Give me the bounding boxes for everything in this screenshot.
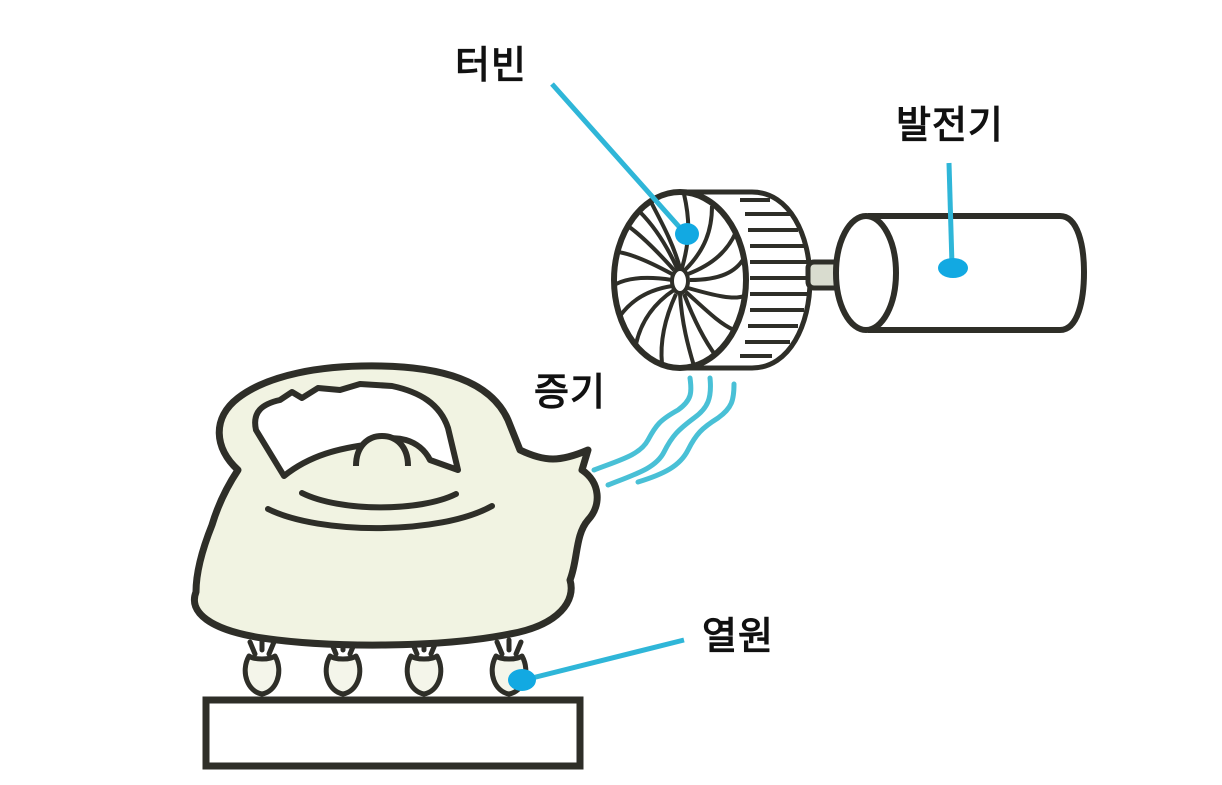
generator-icon bbox=[833, 213, 1088, 333]
steam-label: 증기 bbox=[534, 370, 606, 414]
generator-pointer bbox=[938, 162, 968, 278]
turbine-marker-icon bbox=[675, 223, 699, 245]
kettle-icon bbox=[191, 362, 601, 649]
generator-label: 발전기 bbox=[896, 103, 1004, 147]
turbine-label: 터빈 bbox=[455, 43, 527, 87]
heat-source-pointer bbox=[508, 637, 685, 691]
burner-base bbox=[202, 696, 584, 770]
steam-icon bbox=[591, 375, 737, 488]
turbine-pointer bbox=[550, 82, 699, 245]
generator-marker-icon bbox=[938, 258, 968, 278]
heat-source-marker-icon bbox=[508, 669, 536, 691]
turbine-icon bbox=[611, 189, 813, 371]
heat-source-label: 열원 bbox=[702, 614, 774, 658]
